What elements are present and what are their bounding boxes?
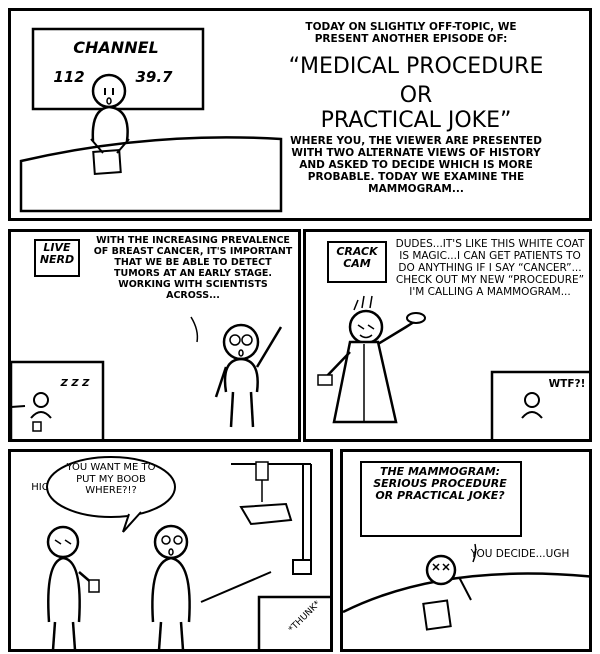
panel-4-drawing — [46, 456, 330, 649]
show-title-line-2: OR — [399, 83, 433, 108]
machine-plate — [239, 502, 293, 526]
lab-coat — [332, 340, 398, 424]
hic-text: HIC — [31, 482, 49, 493]
speech-bubble — [46, 456, 176, 518]
intro-text: TODAY ON SLIGHTLY OFF-TOPIC, WE PRESENT … — [305, 21, 517, 46]
panel-5: THE MAMMOGRAM: SERIOUS PROCEDURE OR PRAC… — [340, 449, 592, 652]
nerd-head — [222, 323, 260, 361]
anchor-head — [91, 73, 127, 109]
show-title-line-1: “MEDICAL PROCEDURE — [288, 54, 544, 79]
panel-3-drawing — [317, 241, 589, 439]
show-title-line-3: PRACTICAL JOKE” — [320, 108, 512, 133]
panel-2-drawing — [11, 239, 283, 439]
panel-1-drawing — [19, 27, 283, 213]
papers — [422, 599, 452, 631]
inset-reaction: WTF?! — [548, 378, 586, 390]
panel-3: CRACK CAM DUDES...IT'S LIKE THIS WHITE C… — [303, 229, 592, 442]
inset-tv — [11, 360, 105, 439]
crack-cam-badge-box — [327, 241, 387, 283]
verdict-title: THE MAMMOGRAM: SERIOUS PROCEDURE OR PRAC… — [373, 465, 507, 503]
narration-text: WITH THE INCREASING PREVALENCE OF BREAST… — [93, 235, 293, 301]
doctor-speech: DUDES...IT'S LIKE THIS WHITE COAT IS MAG… — [395, 238, 585, 299]
snore-text: z Z Z — [60, 378, 90, 389]
live-nerd-badge-box — [34, 239, 80, 277]
anchor-body — [91, 105, 129, 142]
live-nerd-badge: LIVE NERD — [39, 241, 75, 267]
glasses-icon — [229, 334, 241, 346]
panel-4: HIC YOU WANT ME TO PUT MY BOOB WHERE?!? … — [8, 449, 333, 652]
final-speech: YOU DECIDE...UGH — [470, 548, 570, 560]
inset-screen — [490, 370, 589, 439]
channel-number-right: 39.7 — [135, 68, 173, 86]
channel-number-left: 112 — [53, 68, 85, 86]
news-desk — [19, 136, 283, 213]
inset-box — [257, 595, 330, 649]
patient-speech: YOU WANT ME TO PUT MY BOOB WHERE?!? — [66, 462, 156, 496]
panel-5-drawing — [343, 461, 589, 631]
panel-2: LIVE NERD WITH THE INCREASING PREVALENCE… — [8, 229, 301, 442]
dead-face — [425, 554, 457, 586]
outro-text: WHERE YOU, THE VIEWER ARE PRESENTED WITH… — [290, 135, 542, 196]
title-box — [360, 461, 522, 537]
news-papers — [92, 149, 122, 175]
channel-label: CHANNEL — [73, 38, 159, 57]
crack-cam-badge: CRACK CAM — [336, 245, 378, 271]
panel-1: CHANNEL 112 39.7 TODAY ON SLIGHTLY OFF-T… — [8, 8, 592, 221]
